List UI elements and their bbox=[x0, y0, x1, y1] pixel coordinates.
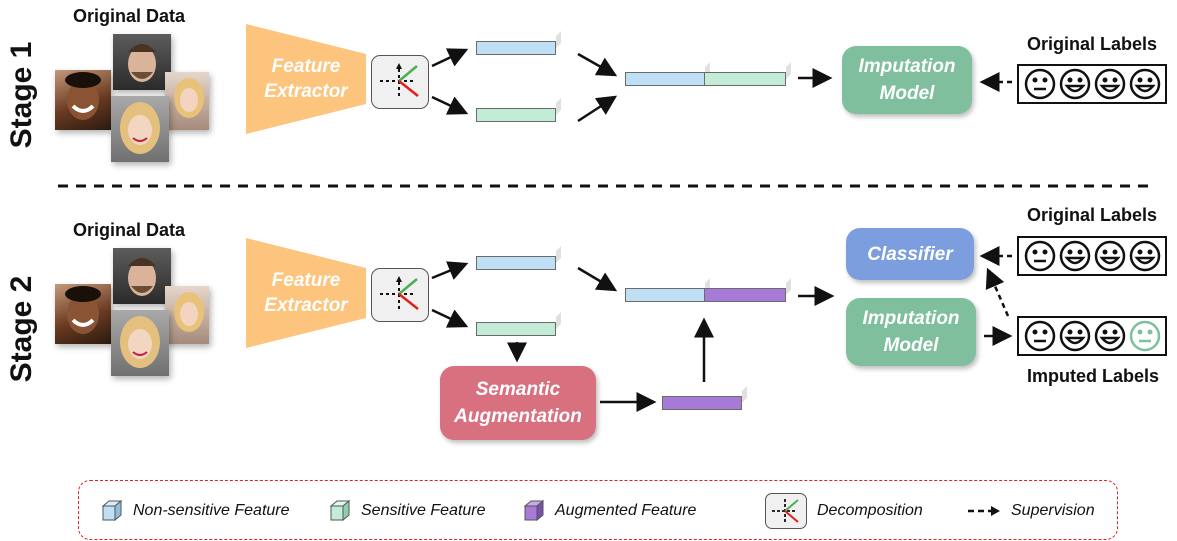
stage1-sensitive-feature bbox=[476, 108, 556, 122]
stage1-concat-sensitive bbox=[704, 72, 786, 86]
face-happy-icon bbox=[1094, 320, 1125, 352]
photo-man-beard bbox=[113, 34, 171, 90]
photo-man-smiling bbox=[55, 284, 111, 344]
stage1-face-photos bbox=[55, 34, 215, 184]
semantic-label-line1: Semantic bbox=[475, 379, 561, 400]
fx-label-line1: Feature bbox=[271, 270, 341, 291]
stage2-nonsensitive-feature bbox=[476, 256, 556, 270]
fx-label-line2: Extractor bbox=[264, 81, 348, 102]
photo-woman-blonde-center bbox=[111, 96, 169, 162]
legend-supervision-text: Supervision bbox=[1011, 502, 1095, 519]
arrow-s1-to-sensitive bbox=[431, 95, 469, 115]
photo-woman-blonde-center bbox=[111, 310, 169, 376]
photo-man-beard bbox=[113, 248, 171, 304]
imputation-label-line2: Model bbox=[883, 335, 939, 356]
semantic-augmentation-block: Semantic Augmentation bbox=[440, 366, 596, 440]
legend-item-sensitive: Sensitive Feature bbox=[329, 481, 486, 541]
arrow-s1-to-nonsensitive bbox=[431, 48, 469, 68]
legend-sensitive-text: Sensitive Feature bbox=[361, 502, 486, 519]
face-happy-icon bbox=[1129, 68, 1160, 100]
arrow-s1-sensitive-to-concat bbox=[577, 95, 618, 123]
stage1-nonsensitive-feature bbox=[476, 41, 556, 55]
arrow-s1-nonsensitive-to-concat bbox=[577, 52, 618, 77]
photo-man-smiling bbox=[55, 70, 111, 130]
face-happy-icon bbox=[1094, 240, 1125, 272]
classifier-label: Classifier bbox=[867, 243, 953, 265]
purple-cube-icon bbox=[523, 500, 545, 522]
decomposition-icon bbox=[765, 493, 807, 529]
stage1-concat-nonsensitive bbox=[625, 72, 705, 86]
stage2-original-data-caption: Original Data bbox=[73, 220, 186, 240]
stage2-sensitive-feature bbox=[476, 322, 556, 336]
face-neutral-icon bbox=[1024, 240, 1055, 272]
stage2-concat-augmented bbox=[704, 288, 786, 302]
stage1-original-data-caption: Original Data bbox=[73, 6, 186, 26]
stage2-original-labels-box bbox=[1017, 236, 1167, 276]
stage1-original-labels-caption: Original Labels bbox=[1027, 34, 1158, 54]
legend-item-decomposition: Decomposition bbox=[765, 481, 923, 541]
imputation-label-line1: Imputation bbox=[862, 308, 960, 329]
face-neutral-imputed-icon bbox=[1129, 320, 1160, 352]
legend-item-supervision: Supervision bbox=[967, 481, 1095, 541]
stage1-original-labels-box bbox=[1017, 64, 1167, 104]
face-happy-icon bbox=[1059, 320, 1090, 352]
legend-decomposition-text: Decomposition bbox=[817, 502, 923, 519]
arrow-s2-nonsensitive-to-concat bbox=[577, 266, 618, 292]
face-neutral-icon bbox=[1024, 68, 1055, 100]
stage2-imputed-labels-box bbox=[1017, 316, 1167, 356]
face-neutral-icon bbox=[1024, 320, 1055, 352]
imputation-label-line2: Model bbox=[879, 83, 935, 104]
arrow-s2-to-nonsensitive bbox=[431, 261, 469, 280]
stage2-original-labels-caption: Original Labels bbox=[1027, 205, 1158, 225]
classifier-block: Classifier bbox=[846, 228, 974, 280]
face-happy-icon bbox=[1059, 68, 1090, 100]
face-happy-icon bbox=[1094, 68, 1125, 100]
stage2-concat-nonsensitive bbox=[625, 288, 705, 302]
imputation-label-line1: Imputation bbox=[858, 56, 956, 77]
face-happy-icon bbox=[1129, 240, 1160, 272]
arrow-s2-imputed-supervision bbox=[985, 267, 1010, 317]
stage-1-label: Stage 1 bbox=[5, 41, 38, 149]
fx-label-line1: Feature bbox=[271, 56, 341, 77]
stage1-decomposition-icon bbox=[371, 55, 429, 109]
legend-augmented-text: Augmented Feature bbox=[555, 502, 697, 519]
legend-non-sensitive-text: Non-sensitive Feature bbox=[133, 502, 290, 519]
stage2-augmented-feature bbox=[662, 396, 742, 410]
face-happy-icon bbox=[1059, 240, 1090, 272]
stage2-decomposition-icon bbox=[371, 268, 429, 322]
green-cube-icon bbox=[329, 500, 351, 522]
semantic-label-line2: Augmentation bbox=[454, 406, 582, 427]
fx-label-line2: Extractor bbox=[264, 295, 348, 316]
legend-item-augmented: Augmented Feature bbox=[523, 481, 696, 541]
legend-item-non-sensitive: Non-sensitive Feature bbox=[101, 481, 290, 541]
blue-cube-icon bbox=[101, 500, 123, 522]
stage-2-label: Stage 2 bbox=[5, 275, 38, 383]
photo-woman-blonde-right bbox=[165, 286, 209, 344]
legend-box: Non-sensitive Feature Sensitive Feature … bbox=[78, 480, 1118, 540]
stage2-face-photos bbox=[55, 248, 215, 398]
dashed-arrow-icon bbox=[968, 506, 1000, 516]
stage2-imputation-model: Imputation Model bbox=[846, 298, 976, 366]
stage1-imputation-model: Imputation Model bbox=[842, 46, 972, 114]
stage2-imputed-labels-caption: Imputed Labels bbox=[1027, 366, 1160, 386]
arrow-s2-to-sensitive bbox=[431, 308, 469, 328]
photo-woman-blonde-right bbox=[165, 72, 209, 130]
